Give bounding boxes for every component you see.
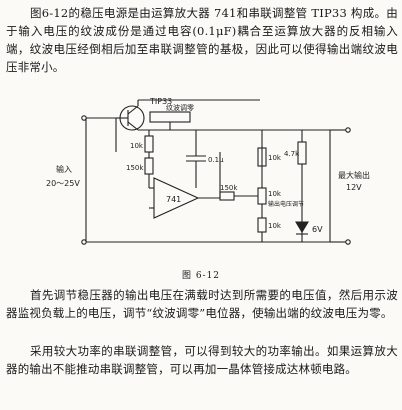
label-input-range: 20～25V [46, 179, 80, 188]
paragraph-power: 采用较大功率的串联调整管，可以得到较大的功率输出。如果运算放大器的输出不能推动串… [6, 344, 398, 376]
label-zener: 6V [312, 225, 323, 234]
label-r3: 10k [268, 154, 282, 162]
label-r2: 150k [126, 164, 144, 172]
circuit-diagram: TIP33 纹波调零 10k 150k 0.1μ 输入 20～25V 741 1… [46, 97, 370, 245]
label-r1: 10k [130, 142, 144, 150]
figure-caption: 图 6-12 [181, 271, 221, 281]
paragraph-intro: 图6-12的稳压电源是由运算放大器 741和串联调整管 TIP33 构成。由于输… [6, 6, 398, 74]
label-output: 最大输出 [338, 170, 370, 180]
label-pot: 输出电压调节 [268, 200, 304, 208]
label-r-in: 150k [220, 184, 238, 192]
label-r4: 10k [268, 222, 282, 230]
label-r5: 4.7k [284, 150, 300, 158]
label-output-v: 12V [346, 183, 362, 192]
label-opamp: 741 [166, 195, 181, 204]
label-input: 输入 [56, 164, 72, 174]
paragraph-adjust: 首先调节稳压器的输出电压在满载时达到所需要的电压值，然后用示波器监视负载上的电压… [6, 288, 398, 320]
label-r-pot: 10k [268, 190, 282, 198]
label-transistor: TIP33 [149, 97, 172, 106]
label-cap: 0.1μ [208, 156, 224, 164]
label-ripple-null: 纹波调零 [166, 103, 194, 112]
